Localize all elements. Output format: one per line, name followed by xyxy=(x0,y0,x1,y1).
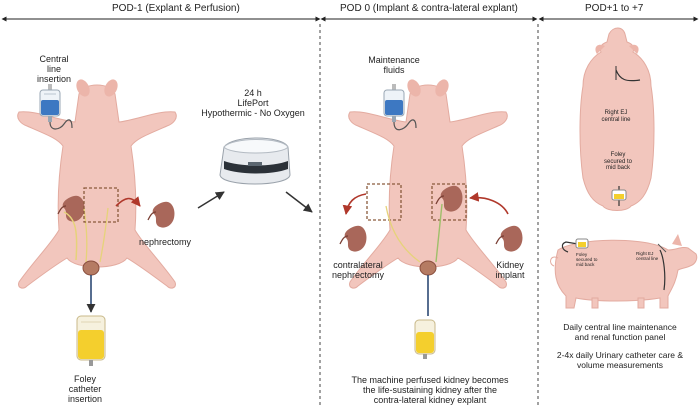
right-ej-label: Right EJ central line xyxy=(601,110,631,123)
pig-icon xyxy=(550,234,698,309)
kidney-icon xyxy=(495,225,524,253)
perfused-kidney-caption: The machine perfused kidney becomes the … xyxy=(351,375,509,406)
maintenance-fluids-label: Maintenance fluids xyxy=(368,55,420,76)
central-line-label: Central line insertion xyxy=(36,54,72,85)
urine-bag-icon xyxy=(76,315,106,366)
contralateral-nephrectomy-label: contralateral nephrectomy xyxy=(331,260,385,281)
pig-icon xyxy=(579,27,655,211)
kidney-icon xyxy=(147,201,176,229)
foley-secured-label: Foley secured to mid back xyxy=(603,152,633,172)
small-foley-label: Foley secured to mid back xyxy=(576,252,598,268)
kidney-icon xyxy=(339,225,368,253)
iv-bag-icon xyxy=(39,84,61,122)
header-pod-plus: POD+1 to +7 xyxy=(585,3,644,14)
lifeport-device-icon xyxy=(219,137,291,185)
header-pod-minus1: POD-1 (Explant & Perfusion) xyxy=(112,3,240,14)
header-pod0: POD 0 (Implant & contra-lateral explant) xyxy=(340,3,518,14)
pig-icon xyxy=(348,76,508,289)
nephrectomy-label: nephrectomy xyxy=(139,237,192,247)
urine-bag-icon xyxy=(414,319,436,359)
foley-catheter-label: Foley catheter insertion xyxy=(67,374,103,405)
kidney-implant-label: Kidney implant xyxy=(495,260,525,281)
iv-bag-icon xyxy=(383,84,405,122)
small-right-ej-label: Right EJ central line xyxy=(636,251,659,262)
lifeport-label: 24 h LifePort Hypothermic - No Oxygen xyxy=(201,88,305,119)
care-instructions: Daily central line maintenance and renal… xyxy=(556,322,684,370)
